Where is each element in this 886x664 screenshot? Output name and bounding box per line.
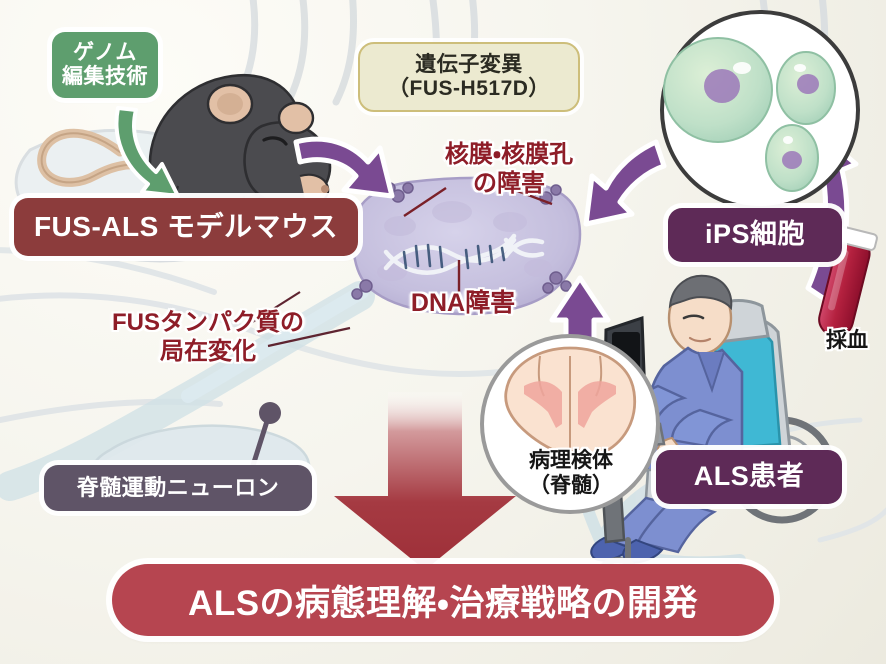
gene-mutation-label: 遺伝子変異 （FUS-H517D） (358, 42, 580, 112)
leader-line-fus-protein (239, 291, 351, 348)
arrow-mouse-to-nucleus (293, 136, 395, 199)
pathology-specimen-label: 病理検体 （脊髄） (529, 449, 613, 498)
ips-cell-colony-icon (660, 10, 860, 210)
dna-damage-label: DNA障害 (410, 289, 516, 317)
model-mouse-label: FUS-ALS モデルマウス (14, 198, 358, 256)
spinal-cord-cross-section-icon (480, 334, 660, 514)
green-curved-arrow-icon (114, 106, 180, 198)
goal-banner: ALSの病態理解・治療戦略の開発 (112, 564, 774, 636)
als-patient-label: ALS患者 (656, 450, 842, 504)
down-arrow-icon (334, 392, 516, 570)
blood-tube-icon (818, 225, 878, 337)
leader-line-nuclear-membrane (403, 184, 553, 217)
spinal-motor-neuron-label: 脊髄運動ニューロン (44, 465, 312, 511)
arrow-ips-to-nucleus (583, 139, 667, 227)
genome-editing-label: ゲノム 編集技術 (52, 32, 158, 98)
nuclear-membrane-damage-label: 核膜・核膜孔 の障害 (444, 141, 574, 198)
fus-protein-mislocalization-label: FUSタンパク質の 局在変化 (112, 309, 304, 366)
blood-draw-label: 採血 (826, 329, 868, 352)
ips-cells-label: iPS細胞 (668, 208, 842, 262)
